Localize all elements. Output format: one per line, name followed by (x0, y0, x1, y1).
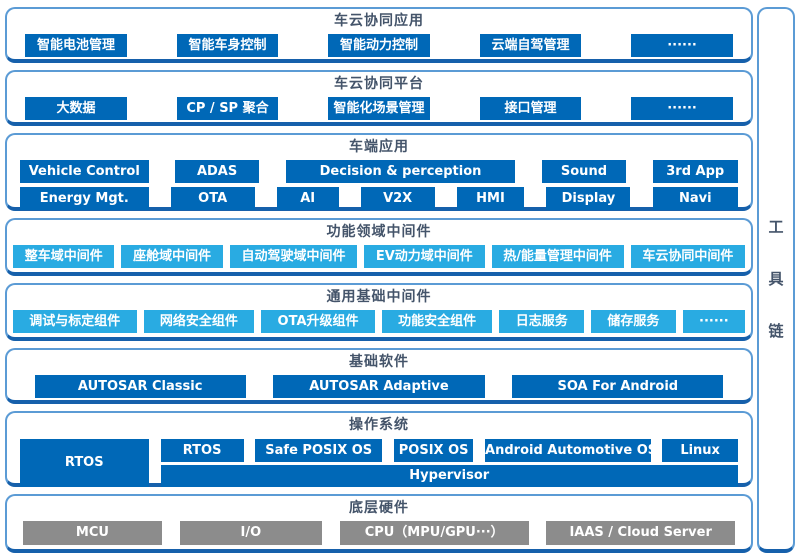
section-vehicle-apps: 车端应用 Vehicle Control ADAS Decision & per… (5, 133, 753, 211)
arch-block: HMI (456, 187, 525, 210)
section-domain-middleware: 功能领域中间件 整车域中间件 座舱域中间件 自动驾驶域中间件 EV动力域中间件 … (5, 218, 753, 276)
arch-block: 云端自驾管理 (479, 34, 582, 57)
arch-block: Safe POSIX OS (255, 439, 383, 462)
arch-block: V2X (360, 187, 435, 210)
arch-block: CP / SP 聚合 (176, 97, 279, 120)
arch-block: 接口管理 (479, 97, 582, 120)
section-title: 功能领域中间件 (326, 224, 432, 240)
section-common-middleware: 通用基础中间件 调试与标定组件 网络安全组件 OTA升级组件 功能安全组件 日志… (5, 283, 753, 341)
arch-block: AI (276, 187, 339, 210)
arch-block: MCU (23, 521, 162, 545)
arch-block: ADAS (175, 160, 260, 183)
arch-block: POSIX OS (393, 439, 474, 462)
os-right-column: RTOS Safe POSIX OS POSIX OS Android Auto… (160, 439, 738, 487)
toolchain-char: 链 (768, 322, 784, 340)
arch-block: 大数据 (25, 97, 127, 120)
arch-block: 日志服务 (499, 310, 585, 333)
section-title: 基础软件 (349, 354, 409, 370)
layer-stack: 车云协同应用 智能电池管理 智能车身控制 智能动力控制 云端自驾管理 ·····… (5, 7, 753, 553)
block-row: 调试与标定组件 网络安全组件 OTA升级组件 功能安全组件 日志服务 储存服务 … (7, 310, 751, 333)
arch-block: IAAS / Cloud Server (546, 521, 735, 545)
section-title: 车端应用 (349, 139, 409, 155)
section-cloud-apps: 车云协同应用 智能电池管理 智能车身控制 智能动力控制 云端自驾管理 ·····… (5, 7, 753, 63)
arch-block: Decision & perception (285, 160, 516, 183)
section-title: 底层硬件 (349, 500, 409, 516)
arch-block: 功能安全组件 (381, 310, 493, 333)
arch-block: 调试与标定组件 (13, 310, 137, 333)
arch-block: Linux (662, 439, 738, 462)
arch-block: Display (546, 187, 631, 210)
arch-block: 车云协同中间件 (630, 245, 746, 268)
arch-block: SOA For Android (512, 375, 724, 398)
arch-block: OTA (170, 187, 255, 210)
arch-block: CPU（MPU/GPU···） (339, 521, 529, 545)
arch-block: 自动驾驶域中间件 (229, 245, 358, 268)
arch-block-hypervisor: Hypervisor (160, 465, 738, 487)
arch-block: 智能动力控制 (328, 34, 430, 57)
block-row: 整车域中间件 座舱域中间件 自动驾驶域中间件 EV动力域中间件 热/能量管理中间… (7, 245, 751, 268)
arch-block: 座舱域中间件 (121, 245, 223, 268)
arch-block: 整车域中间件 (13, 245, 115, 268)
arch-block: RTOS (160, 439, 244, 462)
section-operating-systems: 操作系统 RTOS RTOS Safe POSIX OS POSIX OS An… (5, 411, 753, 487)
arch-block: EV动力域中间件 (364, 245, 485, 268)
arch-block: AUTOSAR Classic (34, 375, 246, 398)
block-row: 大数据 CP / SP 聚合 智能化场景管理 接口管理 ······ (7, 97, 751, 120)
section-cloud-platform: 车云协同平台 大数据 CP / SP 聚合 智能化场景管理 接口管理 ·····… (5, 70, 753, 126)
arch-block: 网络安全组件 (143, 310, 255, 333)
arch-block-ellipsis: ······ (631, 97, 733, 120)
arch-block: Vehicle Control (20, 160, 149, 183)
block-row: MCU I/O CPU（MPU/GPU···） IAAS / Cloud Ser… (7, 521, 751, 545)
os-layout: RTOS RTOS Safe POSIX OS POSIX OS Android… (7, 439, 751, 487)
arch-block: 智能化场景管理 (328, 97, 430, 120)
section-hardware: 底层硬件 MCU I/O CPU（MPU/GPU···） IAAS / Clou… (5, 494, 753, 553)
toolchain-char: 具 (768, 270, 784, 288)
section-title: 车云协同平台 (334, 76, 424, 92)
arch-block: AUTOSAR Adaptive (273, 375, 485, 398)
arch-block: I/O (179, 521, 323, 545)
toolchain-char: 工 (768, 218, 784, 236)
block-row: 智能电池管理 智能车身控制 智能动力控制 云端自驾管理 ······ (7, 34, 751, 57)
arch-block: Navi (652, 187, 738, 210)
arch-block: Energy Mgt. (20, 187, 149, 210)
arch-block: 热/能量管理中间件 (491, 245, 624, 268)
arch-block: 3rd App (652, 160, 738, 183)
section-title: 操作系统 (349, 417, 409, 433)
arch-block-rtos-main: RTOS (20, 439, 149, 487)
block-row: AUTOSAR Classic AUTOSAR Adaptive SOA For… (7, 375, 751, 398)
block-row: RTOS Safe POSIX OS POSIX OS Android Auto… (160, 439, 738, 462)
arch-block-ellipsis: ······ (631, 34, 733, 57)
block-row: Energy Mgt. OTA AI V2X HMI Display Navi (7, 187, 751, 210)
arch-block: Android Automotive OS (485, 439, 651, 462)
arch-block-ellipsis: ······ (682, 310, 745, 333)
arch-block: 智能电池管理 (25, 34, 127, 57)
arch-block: OTA升级组件 (261, 310, 375, 333)
section-title: 通用基础中间件 (326, 289, 432, 305)
section-base-software: 基础软件 AUTOSAR Classic AUTOSAR Adaptive SO… (5, 348, 753, 404)
block-row: Vehicle Control ADAS Decision & percepti… (7, 160, 751, 183)
toolchain-panel: 工 具 链 (757, 7, 795, 553)
arch-block: 智能车身控制 (176, 34, 279, 57)
arch-block: 储存服务 (591, 310, 676, 333)
arch-block: Sound (541, 160, 626, 183)
section-title: 车云协同应用 (334, 13, 424, 29)
